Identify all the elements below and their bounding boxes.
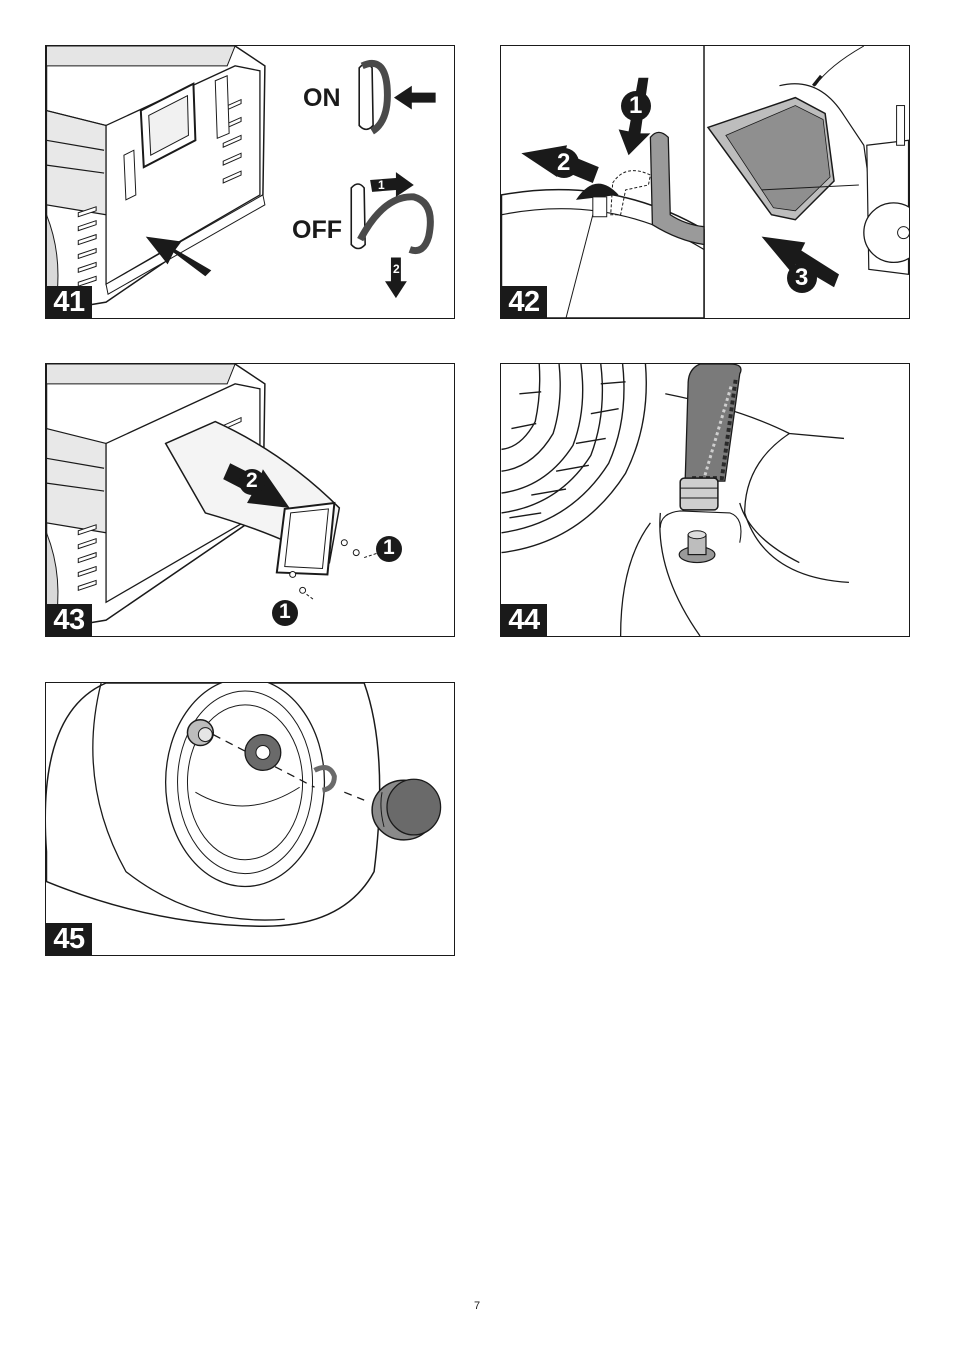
figure-42: 1 2 3 42 bbox=[500, 45, 910, 319]
page-number: 7 bbox=[0, 1300, 954, 1312]
figure-45-illustration bbox=[46, 683, 454, 955]
figure-41: ON OFF 1 2 41 bbox=[45, 45, 455, 319]
figure-number: 42 bbox=[501, 286, 547, 318]
figure-45: 45 bbox=[45, 682, 455, 956]
step-1-label: 1 bbox=[378, 178, 385, 192]
figure-number: 41 bbox=[46, 286, 92, 318]
step-2-label: 2 bbox=[246, 469, 258, 493]
figure-44-illustration bbox=[501, 364, 909, 636]
step-2-label: 2 bbox=[393, 262, 400, 276]
step-1b-label: 1 bbox=[279, 600, 291, 624]
figure-43: 1 1 2 43 bbox=[45, 363, 455, 637]
figure-43-illustration bbox=[46, 364, 454, 636]
figure-number: 43 bbox=[46, 604, 92, 636]
figure-44: 44 bbox=[500, 363, 910, 637]
step-3-label: 3 bbox=[795, 264, 808, 292]
step-1a-label: 1 bbox=[383, 536, 395, 560]
step-1-label: 1 bbox=[629, 92, 642, 120]
off-label: OFF bbox=[292, 216, 342, 245]
on-label: ON bbox=[303, 84, 341, 113]
figure-41-illustration bbox=[46, 46, 454, 318]
figure-number: 45 bbox=[46, 923, 92, 955]
figure-number: 44 bbox=[501, 604, 547, 636]
step-2-label: 2 bbox=[557, 149, 570, 177]
figure-42-illustration bbox=[501, 46, 909, 318]
